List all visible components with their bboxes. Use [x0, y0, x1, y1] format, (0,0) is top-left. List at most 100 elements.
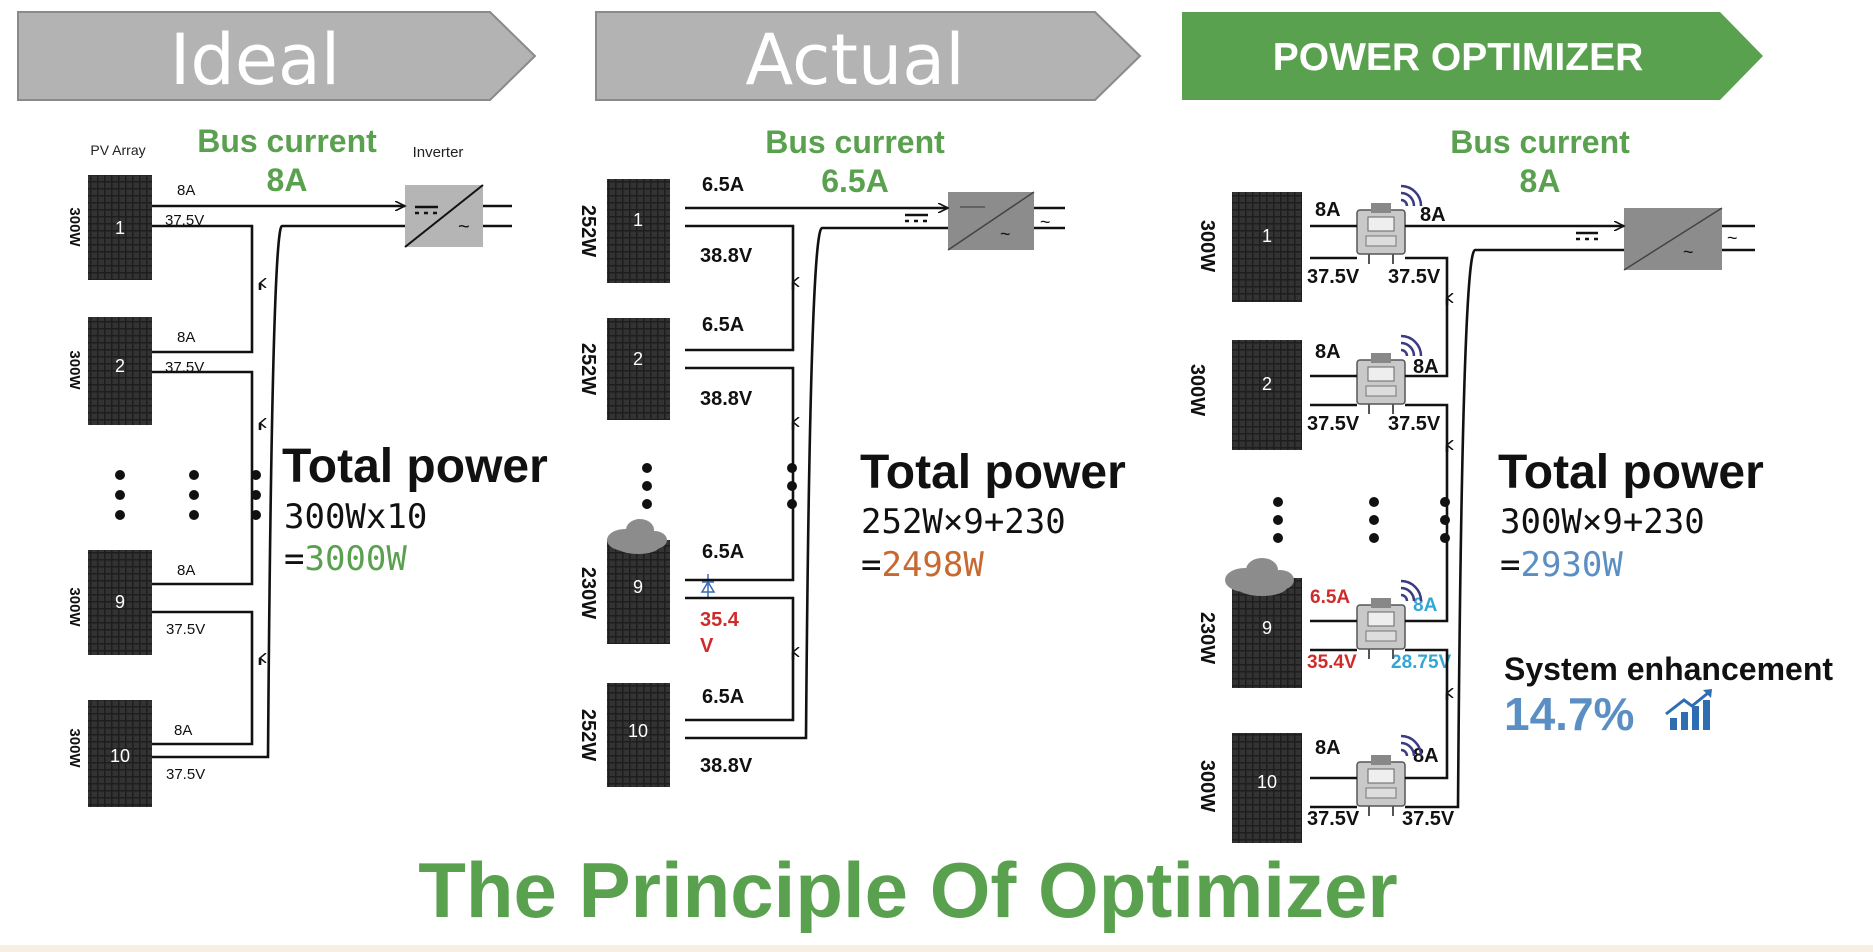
module-in-voltage: 37.5V — [1307, 413, 1360, 435]
module-out-voltage: 37.5V — [1402, 808, 1455, 830]
module-current: 8A — [177, 182, 195, 199]
ideal-inverter: ~ — [404, 184, 484, 248]
optimizer-device-icon — [1356, 353, 1406, 414]
module-in-current: 6.5A — [1310, 587, 1350, 608]
enhancement-value: 14.7% — [1504, 688, 1634, 740]
module-watt: 230W — [1196, 612, 1218, 664]
bottom-band — [0, 945, 1873, 952]
module-out-voltage: 28.75V — [1391, 652, 1452, 673]
optimizer-result: =2930W — [1500, 545, 1623, 585]
ideal-total-label: Total power — [282, 440, 548, 493]
module-number: 1 — [633, 210, 643, 230]
module-watt: 300W — [66, 587, 83, 627]
actual-bus-label: Bus current — [765, 124, 945, 160]
module-watt: 300W — [1186, 364, 1208, 416]
svg-text:~: ~ — [1040, 212, 1051, 232]
module-watt: 252W — [577, 343, 599, 395]
module-out-voltage: 37.5V — [1388, 413, 1441, 435]
module-out-current: 8A — [1420, 204, 1446, 226]
optimizer-bus-value: 8A — [1520, 163, 1561, 199]
cloud-icon — [607, 519, 667, 554]
module-watt: 300W — [1196, 760, 1218, 812]
pv-array-label: PV Array — [90, 142, 145, 158]
module-number: 2 — [115, 356, 125, 376]
module-in-current: 8A — [1315, 737, 1341, 759]
banner-optimizer: POWER OPTIMIZER — [1182, 12, 1763, 100]
module-current: 8A — [177, 329, 195, 346]
module-current: 8A — [177, 562, 195, 579]
actual-module-9: 9 230W 6.5A 35.4 V — [577, 519, 744, 657]
optimizer-inverter: ~ ~ — [1623, 207, 1738, 271]
module-out-voltage: 37.5V — [1388, 266, 1441, 288]
banner-actual: Actual — [595, 11, 1142, 101]
module-in-current: 8A — [1315, 199, 1341, 221]
ideal-panel: PV Array Bus current 8A Inverter ~ 1 300… — [66, 123, 548, 807]
optimizer-total-label: Total power — [1498, 446, 1764, 499]
actual-wiring — [685, 208, 1065, 740]
wireless-signal-icon — [1400, 184, 1423, 207]
module-number: 10 — [628, 721, 648, 741]
module-watt: 230W — [577, 567, 599, 619]
inverter-label: Inverter — [413, 144, 464, 161]
optimizer-panel: Bus current 8A ~ ~ 1 300W 8A 8A 37.5V 37… — [1186, 124, 1833, 843]
actual-module-2: 2 252W 6.5A 38.8V — [577, 314, 753, 420]
module-number: 9 — [633, 577, 643, 597]
wireless-signal-icon — [1400, 734, 1423, 757]
module-watt: 300W — [66, 350, 83, 390]
module-voltage: 37.5V — [166, 766, 205, 783]
actual-module-1: 1 252W 6.5A 38.8V — [577, 174, 753, 283]
module-current: 6.5A — [702, 686, 744, 708]
module-out-current: 8A — [1413, 356, 1439, 378]
optimizer-bus-label: Bus current — [1450, 124, 1630, 160]
optimizer-device-icon — [1356, 598, 1406, 659]
module-in-voltage: 37.5V — [1307, 266, 1360, 288]
ideal-result: =3000W — [284, 539, 407, 579]
svg-text:~: ~ — [1000, 224, 1011, 244]
chart-trend-up-icon — [1665, 689, 1712, 730]
module-voltage: 37.5V — [166, 621, 205, 638]
ideal-ellipsis — [115, 470, 261, 520]
module-in-voltage: 35.4V — [1307, 652, 1357, 673]
module-watt: 300W — [66, 207, 83, 247]
ideal-wiring — [152, 206, 512, 759]
actual-module-10: 10 252W 6.5A 38.8V — [577, 683, 753, 787]
optimizer-calc: 300W×9+230 — [1500, 502, 1705, 542]
module-in-current: 8A — [1315, 341, 1341, 363]
actual-dc-symbol — [905, 213, 928, 223]
banner-optimizer-title: POWER OPTIMIZER — [1273, 36, 1644, 79]
module-voltage: 38.8V — [700, 755, 753, 777]
ideal-module-1: 1 300W 8A 37.5V — [66, 175, 204, 280]
module-number: 10 — [110, 746, 130, 766]
enhancement-label: System enhancement — [1504, 651, 1833, 687]
optimizer-dc-symbol — [1576, 231, 1598, 241]
wireless-signal-icon — [1400, 579, 1423, 602]
ideal-module-10: 10 300W 8A 37.5V — [66, 700, 205, 807]
footer-title: The Principle Of Optimizer — [418, 846, 1398, 934]
module-voltage: 38.8V — [700, 388, 753, 410]
module-in-voltage: 37.5V — [1307, 808, 1360, 830]
ideal-module-2: 2 300W 8A 37.5V — [66, 317, 204, 425]
module-voltage-line1: 35.4 — [700, 609, 740, 631]
module-number: 9 — [1262, 618, 1272, 638]
module-current: 6.5A — [702, 541, 744, 563]
svg-text:~: ~ — [1683, 242, 1694, 262]
optimizer-ellipsis — [1273, 497, 1450, 543]
optimizer-device-icon — [1356, 203, 1406, 264]
actual-total-label: Total power — [860, 446, 1126, 499]
ideal-bus-value: 8A — [267, 162, 308, 198]
actual-inverter: ~ ~ — [947, 191, 1051, 251]
svg-text:~: ~ — [458, 216, 470, 238]
banner-actual-title: Actual — [745, 19, 964, 101]
banner-ideal-title: Ideal — [170, 19, 341, 101]
module-voltage-line2: V — [700, 635, 714, 657]
optimizer-module-9: 9 230W 6.5A 8A 35.4V 28.75V — [1196, 558, 1452, 688]
module-number: 10 — [1257, 772, 1277, 792]
actual-panel: Bus current 6.5A ~ ~ 1 252W 6.5A 38.8V 2… — [577, 124, 1126, 787]
svg-text:~: ~ — [1727, 228, 1738, 248]
actual-calc: 252W×9+230 — [861, 502, 1066, 542]
module-voltage: 38.8V — [700, 245, 753, 267]
ideal-module-9: 9 300W 8A 37.5V — [66, 550, 205, 655]
optimizer-wiring — [1310, 226, 1755, 809]
optimizer-module-1: 1 300W 8A 8A 37.5V 37.5V — [1196, 184, 1446, 302]
